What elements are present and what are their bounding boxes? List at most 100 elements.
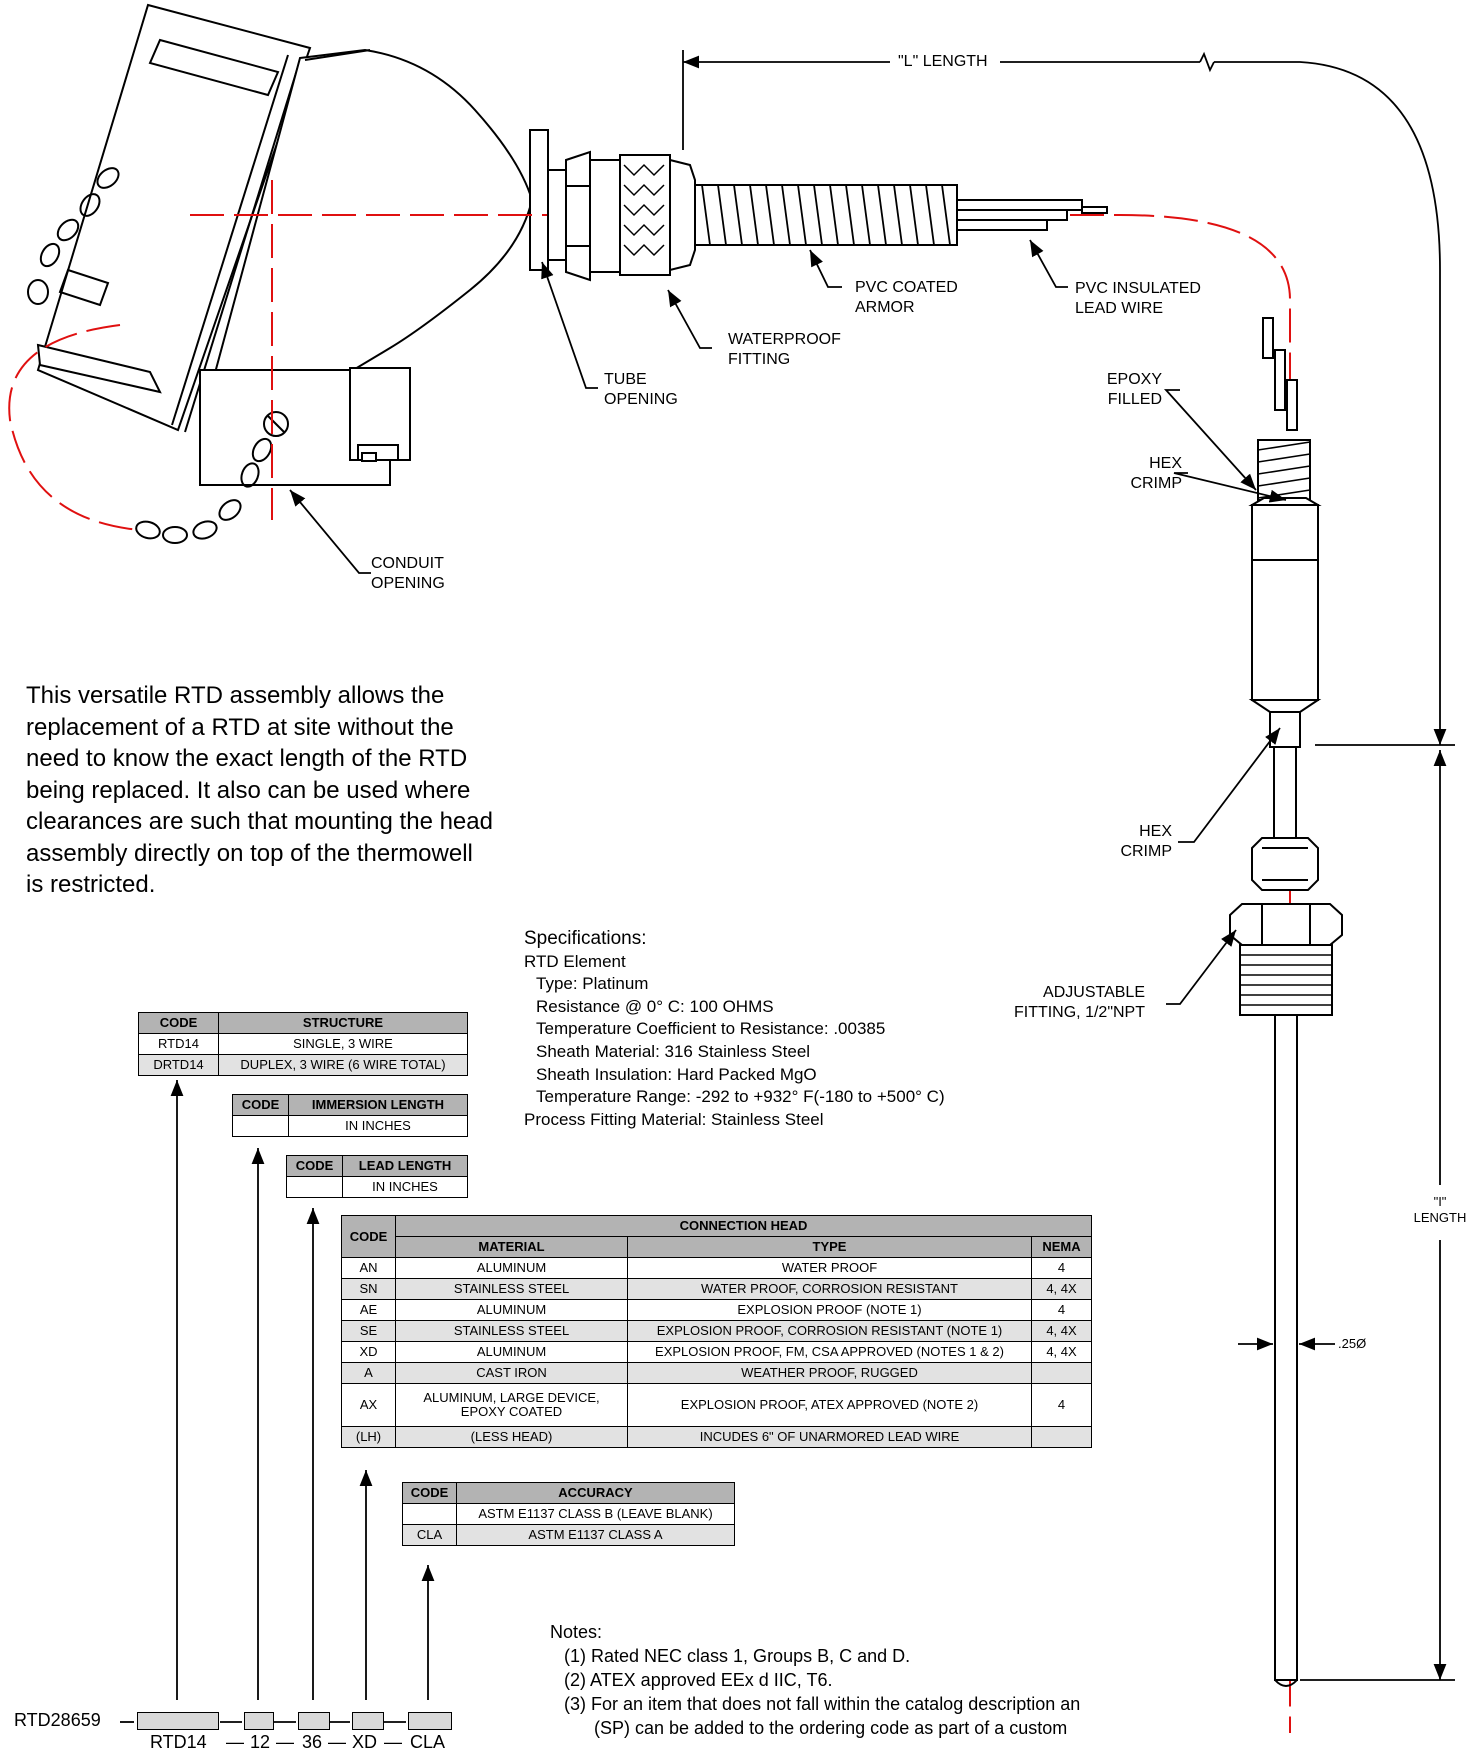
nema-cell: 4	[1030, 1257, 1093, 1279]
unit-cell: IN INCHES	[342, 1176, 468, 1198]
code-separator: —	[226, 1732, 244, 1752]
material-cell: ALUMINUM	[395, 1257, 628, 1279]
tube-opening-label: TUBE OPENING	[604, 370, 678, 410]
code-cell: A	[341, 1362, 396, 1384]
col-header: MATERIAL	[395, 1236, 628, 1258]
table-row: DRTD14 DUPLEX, 3 WIRE (6 WIRE TOTAL)	[138, 1054, 468, 1076]
code-cell: AN	[341, 1257, 396, 1279]
code-cell: SN	[341, 1278, 396, 1300]
col-header: CODE	[341, 1215, 396, 1258]
connection-head-table: CODE CONNECTION HEAD MATERIAL TYPE NEMA …	[341, 1215, 1093, 1448]
label-line: FILLED	[1107, 391, 1162, 408]
rtd-probe-drawing	[1229, 317, 1343, 1687]
spec-item: Temperature Range: -292 to +932° F(-180 …	[536, 1087, 945, 1107]
waterproof-fitting-drawing	[547, 150, 696, 282]
code-cell: XD	[341, 1341, 396, 1363]
col-header: CODE	[402, 1482, 457, 1504]
conduit-opening-label: CONDUIT OPENING	[371, 554, 445, 594]
code-separator: —	[328, 1732, 346, 1752]
note-item: (1) Rated NEC class 1, Groups B, C and D…	[564, 1646, 911, 1666]
col-header: ACCURACY	[456, 1482, 735, 1504]
table-title: CONNECTION HEAD	[394, 1215, 1093, 1237]
nema-cell: 4, 4X	[1030, 1278, 1093, 1300]
material-cell: CAST IRON	[395, 1362, 628, 1384]
unit-cell: IN INCHES	[288, 1115, 468, 1137]
code-cell: AX	[341, 1383, 396, 1427]
label-line: HEX	[1149, 455, 1182, 472]
nema-cell: 4	[1030, 1383, 1093, 1427]
label-line: FITTING, 1/2"NPT	[1013, 1004, 1145, 1021]
code-cell: (LH)	[341, 1426, 396, 1448]
material-cell: ALUMINUM, LARGE DEVICE, EPOXY COATED	[395, 1383, 628, 1427]
code-cell	[232, 1115, 289, 1137]
label-line: CRIMP	[1120, 843, 1172, 860]
type-cell: EXPLOSION PROOF (NOTE 1)	[627, 1299, 1032, 1321]
example-code-immersion: 12	[250, 1732, 271, 1752]
label-line: EPOXY	[1106, 371, 1162, 388]
table-row: IN INCHES	[232, 1115, 468, 1137]
code-separator: —	[384, 1732, 402, 1752]
code-separator: —	[276, 1732, 294, 1752]
specifications: Specifications: RTD Element Type: Platin…	[524, 928, 945, 1131]
code-cell: RTD14	[138, 1033, 219, 1055]
callout-leaders	[289, 239, 1287, 1005]
pvc-coated-armor-label: PVC COATED ARMOR	[855, 278, 958, 318]
code-box-structure	[137, 1712, 219, 1730]
specifications-heading: Specifications:	[524, 928, 647, 949]
accuracy-table: CODE ACCURACY ASTM E1137 CLASS B (LEAVE …	[402, 1482, 735, 1546]
label-line: HEX	[1139, 823, 1172, 840]
code-cell: SE	[341, 1320, 396, 1342]
type-cell: EXPLOSION PROOF, FM, CSA APPROVED (NOTES…	[627, 1341, 1032, 1363]
ordering-arrows	[120, 1080, 435, 1723]
structure-cell: SINGLE, 3 WIRE	[218, 1033, 468, 1055]
example-code-lead: 36	[302, 1732, 323, 1752]
example-code-accuracy: CLA	[410, 1732, 446, 1752]
spec-item: Sheath Material: 316 Stainless Steel	[536, 1041, 811, 1061]
col-header: CODE	[232, 1094, 289, 1116]
table-row: CLA ASTM E1137 CLASS A	[402, 1524, 735, 1546]
type-cell: WATER PROOF	[627, 1257, 1032, 1279]
type-cell: EXPLOSION PROOF, CORROSION RESISTANT (NO…	[627, 1320, 1032, 1342]
code-box-lead	[298, 1712, 330, 1730]
spec-item: Type: Platinum	[536, 974, 649, 994]
example-code-structure: RTD14	[150, 1732, 207, 1752]
table-row: AX ALUMINUM, LARGE DEVICE, EPOXY COATED …	[341, 1383, 1093, 1427]
col-header: LEAD LENGTH	[342, 1155, 468, 1177]
part-number: RTD28659	[14, 1710, 101, 1730]
hex-crimp-top-label: HEX CRIMP	[1110, 454, 1182, 494]
type-cell: EXPLOSION PROOF, ATEX APPROVED (NOTE 2)	[627, 1383, 1032, 1427]
note-item: (SP) can be added to the ordering code a…	[594, 1718, 1068, 1738]
label-line: ARMOR	[855, 299, 915, 316]
structure-table: CODE STRUCTURE RTD14 SINGLE, 3 WIRE DRTD…	[138, 1012, 468, 1076]
table-row: A CAST IRON WEATHER PROOF, RUGGED	[341, 1362, 1093, 1384]
label-line: PVC COATED	[855, 279, 958, 296]
spec-item: Sheath Insulation: Hard Packed MgO	[536, 1064, 817, 1084]
material-cell: ALUMINUM	[395, 1299, 628, 1321]
label-line: CONDUIT	[371, 555, 444, 572]
table-row: AN ALUMINUM WATER PROOF 4	[341, 1257, 1093, 1279]
material-cell: ALUMINUM	[395, 1341, 628, 1363]
spec-item: Resistance @ 0° C: 100 OHMS	[536, 996, 774, 1016]
nema-cell: 4, 4X	[1030, 1320, 1093, 1342]
material-cell: STAINLESS STEEL	[395, 1320, 628, 1342]
dimension-lines	[682, 50, 1455, 1681]
l-length-label: "L" LENGTH	[898, 53, 988, 70]
label-line: OPENING	[371, 575, 445, 592]
label-line: WATERPROOF	[728, 331, 841, 348]
code-cell	[286, 1176, 343, 1198]
example-code-head: XD	[352, 1732, 378, 1752]
col-header: TYPE	[627, 1236, 1032, 1258]
hex-crimp-bottom-label: HEX CRIMP	[1100, 822, 1172, 862]
cap-chain	[27, 167, 289, 544]
code-cell: CLA	[402, 1524, 457, 1546]
code-cell: DRTD14	[138, 1054, 219, 1076]
structure-cell: DUPLEX, 3 WIRE (6 WIRE TOTAL)	[218, 1054, 468, 1076]
i-length-label: "I" LENGTH	[1405, 1194, 1475, 1226]
table-row: IN INCHES	[286, 1176, 468, 1198]
nema-cell	[1030, 1362, 1093, 1384]
label-line: FITTING	[728, 351, 791, 368]
table-row: XD ALUMINUM EXPLOSION PROOF, FM, CSA APP…	[341, 1341, 1093, 1363]
code-box-accuracy	[408, 1712, 452, 1730]
material-cell: (LESS HEAD)	[395, 1426, 628, 1448]
lead-length-table: CODE LEAD LENGTH IN INCHES	[286, 1155, 468, 1198]
